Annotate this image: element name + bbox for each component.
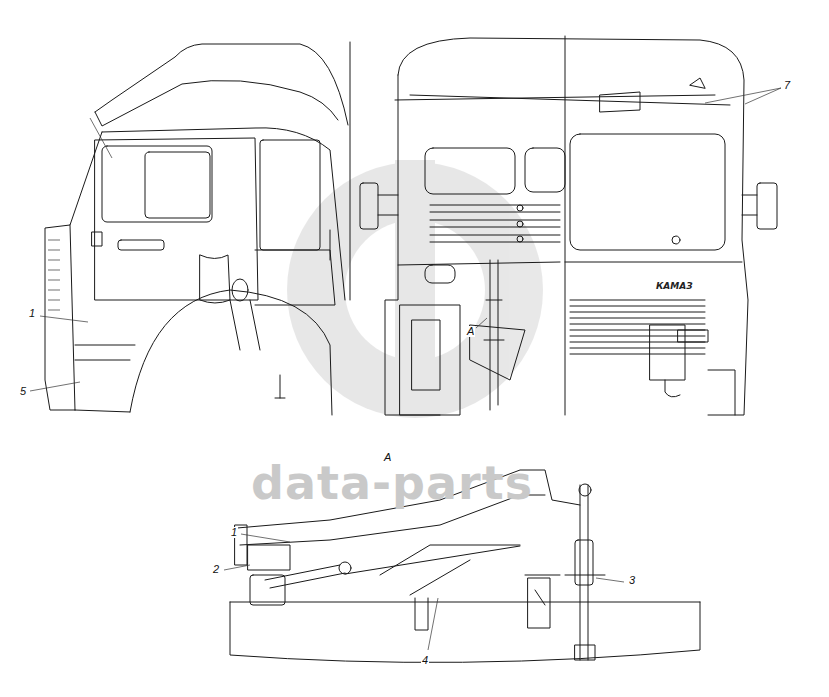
callout-number: 1 bbox=[28, 308, 36, 319]
callout-number: 4 bbox=[421, 655, 429, 666]
brand-badge: КАМАЗ bbox=[655, 282, 694, 291]
watermark-logo bbox=[287, 160, 543, 418]
cab-front-view bbox=[360, 36, 777, 415]
watermark: data-parts bbox=[250, 460, 534, 506]
callout-number: 7 bbox=[783, 80, 791, 91]
callout-number: 2 bbox=[212, 564, 220, 575]
callout-number: 1 bbox=[230, 527, 238, 538]
callout-number: 5 bbox=[19, 386, 27, 397]
view-marker: A bbox=[466, 326, 475, 337]
cab-side-view bbox=[45, 42, 350, 415]
callout-number: 3 bbox=[628, 575, 636, 586]
leader-lines bbox=[30, 88, 781, 650]
